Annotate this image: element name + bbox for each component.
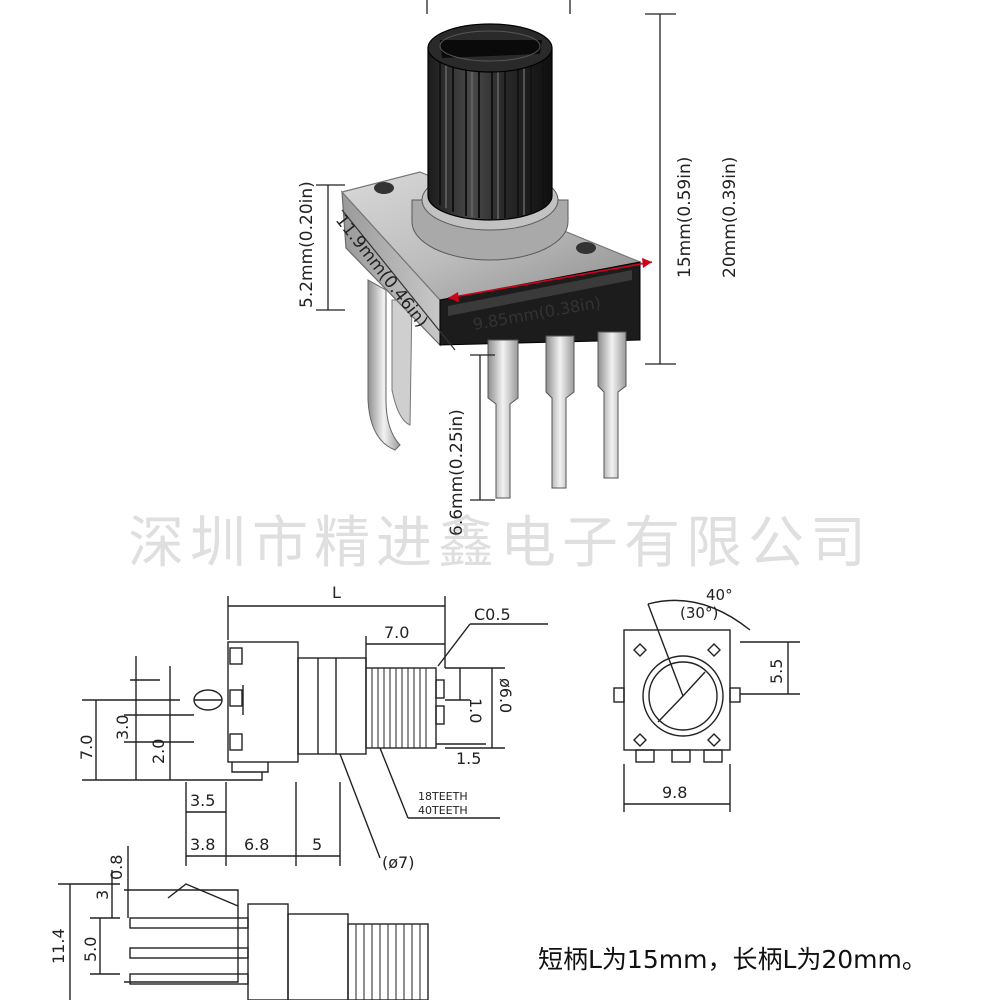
- dim-6-8: 6.8: [244, 835, 269, 854]
- label-c05: C0.5: [474, 605, 511, 624]
- label-40teeth: 40TEETH: [418, 804, 468, 817]
- dim-3: 3: [93, 890, 112, 900]
- dim-11-4: 11.4: [49, 928, 68, 964]
- dim-5-5: 5.5: [767, 659, 786, 684]
- dim-9-8: 9.8: [662, 783, 687, 802]
- shaft-length-note: 短柄L为15mm，长柄L为20mm。: [538, 945, 927, 974]
- dim-shaft-7: 7.0: [384, 623, 409, 642]
- angle-30: (30°): [680, 604, 718, 622]
- dim-left-2: 2.0: [149, 739, 168, 764]
- dim-3-8: 3.8: [190, 835, 215, 854]
- dim-phi6: ø6.0: [496, 678, 515, 713]
- dim-1-5: 1.5: [456, 749, 481, 768]
- angle-40: 40°: [706, 586, 733, 604]
- dim-body-height: 5.2mm(0.20in): [297, 181, 317, 308]
- dim-5: 5: [312, 835, 322, 854]
- dim-height-20mm: 20mm(0.39in): [720, 157, 740, 278]
- dim-1-0: 1.0: [466, 698, 485, 723]
- dim-left-7: 7.0: [77, 735, 96, 760]
- dim-3-5: 3.5: [190, 791, 215, 810]
- label-phi7: (ø7): [382, 853, 414, 872]
- label-L: L: [332, 583, 341, 602]
- dim-left-3: 3.0: [113, 715, 132, 740]
- dim-5-0: 5.0: [81, 937, 100, 962]
- dim-pin-length: 6.6mm(0.25in): [447, 409, 467, 536]
- technical-drawing: L C0.5 7.0 1.0 ø6.0 1.5 18TEETH 40TEETH …: [49, 583, 800, 1000]
- potentiometer-photo: 15mm(0.59in) 20mm(0.39in) 5.2mm(0.20in) …: [297, 0, 740, 536]
- dim-height-15mm: 15mm(0.59in): [675, 157, 695, 278]
- label-18teeth: 18TEETH: [418, 790, 468, 803]
- dim-0-8: 0.8: [107, 855, 126, 880]
